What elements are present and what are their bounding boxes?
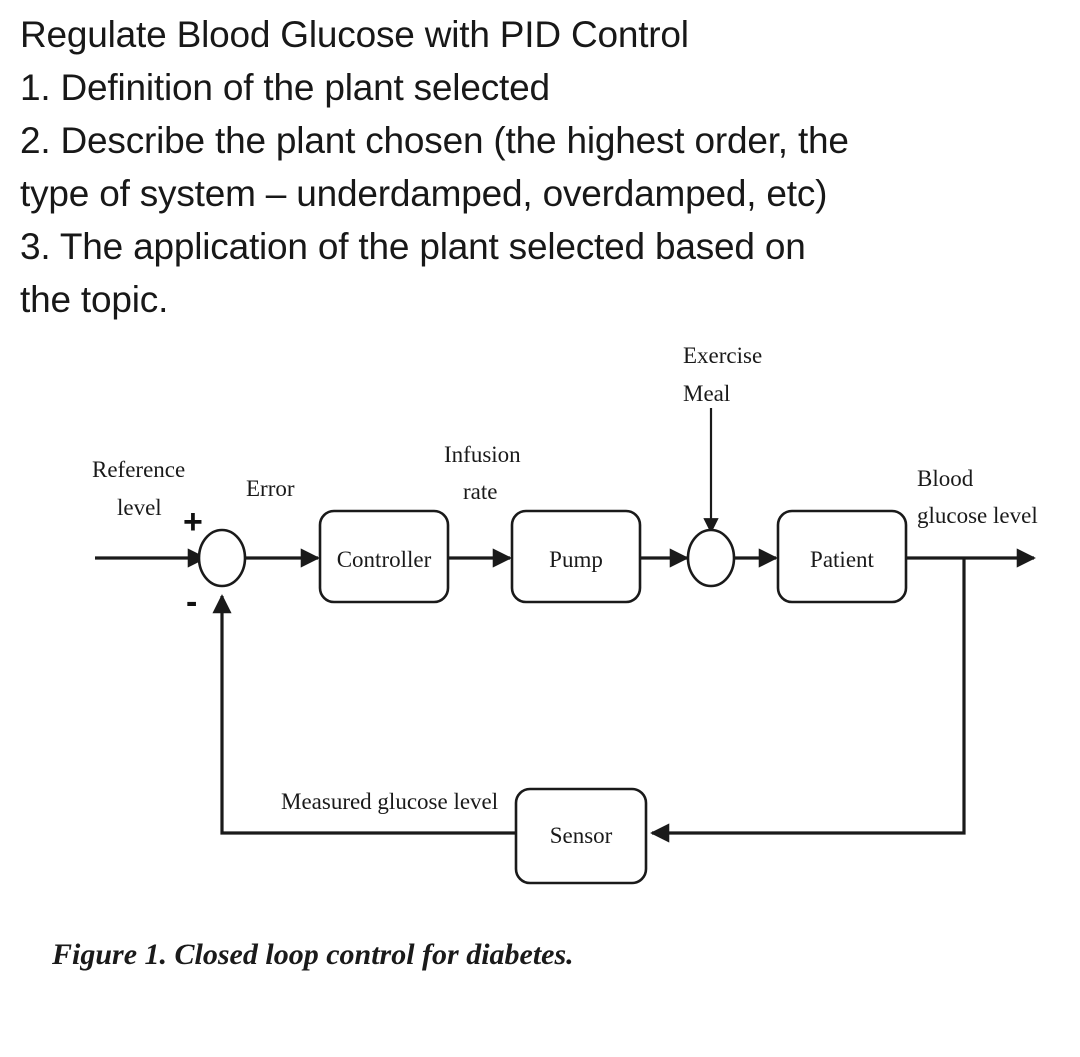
summing-minus-sign: - xyxy=(186,583,197,621)
prompt-line-title: Regulate Blood Glucose with PID Control xyxy=(20,14,689,55)
prompt-line-item-3-cont: the topic. xyxy=(20,279,169,320)
output-label-line1: Blood xyxy=(917,466,974,491)
block-controller-label: Controller xyxy=(337,547,432,572)
closed-loop-block-diagram: Exercise Meal Reference level Error Infu… xyxy=(92,343,1038,885)
output-label-line2: glucose level xyxy=(917,503,1038,528)
disturbance-label-line2: Meal xyxy=(683,381,730,406)
block-sensor xyxy=(514,787,648,885)
summing-plus-sign: + xyxy=(183,503,203,541)
figure-caption: Figure 1. Closed loop control for diabet… xyxy=(52,938,574,971)
prompt-line-item-2-cont: type of system – underdamped, overdamped… xyxy=(20,173,828,214)
block-pump-label: Pump xyxy=(549,547,603,572)
feedback-path-to-summing xyxy=(212,594,516,835)
feedback-label: Measured glucose level xyxy=(281,789,498,814)
prompt-line-item-1: 1. Definition of the plant selected xyxy=(20,67,550,108)
reference-label-line2: level xyxy=(117,495,162,520)
infusion-label-line1: Infusion xyxy=(444,442,521,467)
prompt-line-item-3: 3. The application of the plant selected… xyxy=(20,226,806,267)
block-sensor-label: Sensor xyxy=(550,823,613,848)
reference-label-line1: Reference xyxy=(92,457,185,482)
feedback-path-to-sensor xyxy=(650,558,966,843)
summing-junction-disturbance xyxy=(686,528,736,588)
block-patient-label: Patient xyxy=(810,547,874,572)
prompt-text-block: Regulate Blood Glucose with PID Control … xyxy=(20,8,1070,326)
summing-junction-error xyxy=(197,528,247,588)
infusion-label-line2: rate xyxy=(463,479,497,504)
disturbance-label-line1: Exercise xyxy=(683,343,762,368)
prompt-line-item-2: 2. Describe the plant chosen (the highes… xyxy=(20,120,849,161)
error-label: Error xyxy=(246,476,295,501)
figure-container: Exercise Meal Reference level Error Infu… xyxy=(0,330,1080,950)
